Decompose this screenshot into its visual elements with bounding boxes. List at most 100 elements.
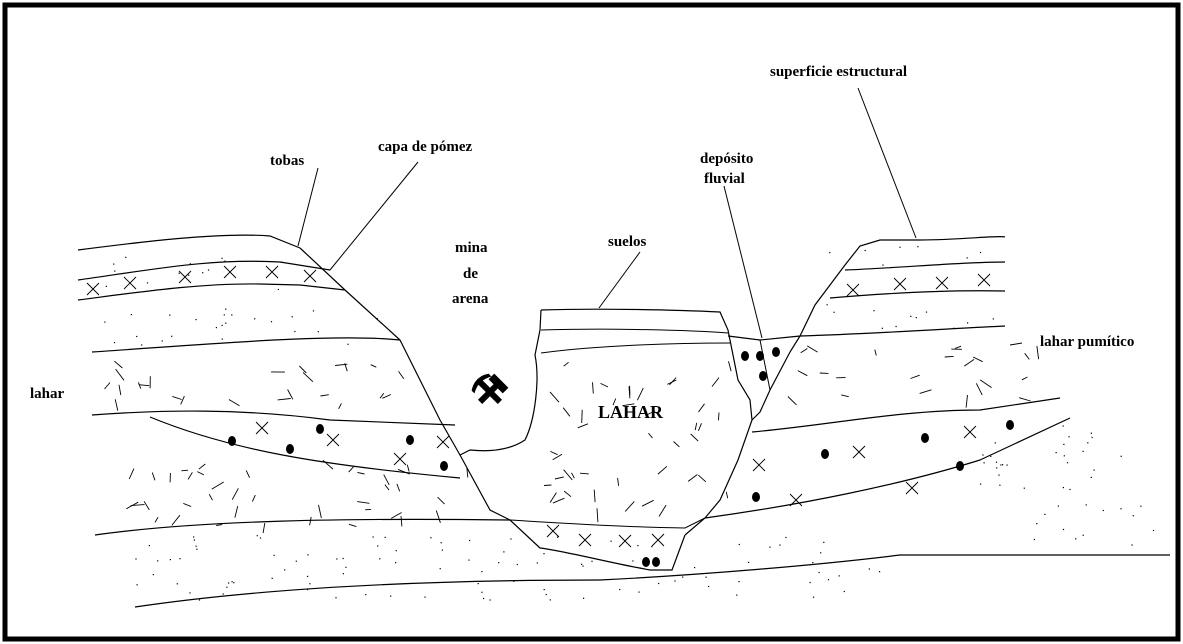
sand-dot [995, 442, 996, 443]
pebble [772, 347, 780, 357]
sand-dot [916, 317, 917, 318]
sand-dot [738, 581, 739, 582]
sand-dot [292, 316, 293, 317]
sand-dot [1036, 523, 1037, 524]
sand-dot [294, 331, 295, 332]
sand-dot [1069, 489, 1070, 490]
sand-dot [193, 536, 194, 537]
sand-dot [113, 264, 114, 265]
sand-dot [208, 269, 209, 270]
sand-dot [543, 553, 544, 554]
sand-dot [169, 315, 170, 316]
sand-dot [910, 316, 911, 317]
sand-dot [503, 551, 504, 552]
sand-dot [189, 592, 190, 593]
sand-dot [196, 546, 197, 547]
sand-dot [984, 462, 985, 463]
sand-dot [309, 583, 310, 584]
sand-dot [619, 589, 620, 590]
sand-dot [483, 598, 484, 599]
sand-dot [582, 566, 583, 567]
pebble [642, 557, 650, 567]
sand-dot [996, 467, 997, 468]
sand-dot [188, 275, 189, 276]
sand-dot [396, 550, 397, 551]
pebble [821, 449, 829, 459]
sand-dot [1091, 433, 1092, 434]
label-tobas: tobas [270, 153, 304, 169]
sand-dot [785, 537, 786, 538]
sand-dot [222, 258, 223, 259]
sand-dot [611, 541, 612, 542]
sand-dot [820, 552, 821, 553]
sand-dot [1056, 452, 1057, 453]
sand-dot [233, 582, 234, 583]
sand-dot [336, 558, 337, 559]
sand-dot [271, 321, 272, 322]
sand-dot [424, 597, 425, 598]
sand-dot [1083, 451, 1084, 452]
sand-dot [441, 542, 442, 543]
lahar-dash [945, 356, 954, 357]
lahar-dash [582, 410, 583, 423]
pebble [406, 435, 414, 445]
pebble [921, 433, 929, 443]
sand-dot [823, 542, 824, 543]
sand-dot [390, 596, 391, 597]
sand-dot [810, 582, 811, 583]
sand-dot [517, 564, 518, 565]
sand-dot [442, 550, 443, 551]
sand-dot [581, 564, 582, 565]
sand-dot [222, 325, 223, 326]
sand-dot [1091, 477, 1092, 478]
label-suelos: suelos [608, 234, 647, 250]
sand-dot [179, 558, 180, 559]
sand-dot [440, 568, 441, 569]
sand-dot [834, 312, 835, 313]
sand-dot [748, 562, 749, 563]
sand-dot [993, 318, 994, 319]
sand-dot [125, 257, 126, 258]
sand-dot [284, 569, 285, 570]
sand-dot [199, 599, 200, 600]
sand-dot [131, 314, 132, 315]
sand-dot [385, 537, 386, 538]
sand-dot [1087, 442, 1088, 443]
sand-dot [873, 310, 874, 311]
sand-dot [819, 572, 820, 573]
label-superficie-estructural: superficie estructural [770, 64, 907, 80]
sand-dot [232, 581, 233, 582]
sand-dot [202, 272, 203, 273]
pebble [652, 557, 660, 567]
sand-dot [638, 592, 639, 593]
sand-dot [260, 537, 261, 538]
sand-dot [274, 555, 275, 556]
sand-dot [1103, 510, 1104, 511]
sand-dot [231, 314, 232, 315]
label-deposito: depósito [700, 151, 753, 167]
sand-dot [335, 597, 336, 598]
sand-dot [313, 310, 314, 311]
sand-dot [658, 583, 659, 584]
lahar-dash [544, 485, 551, 486]
sand-dot [537, 562, 538, 563]
sand-dot [998, 475, 999, 476]
sand-dot [272, 578, 273, 579]
sand-dot [917, 246, 918, 247]
sand-dot [162, 340, 163, 341]
sand-dot [468, 560, 469, 561]
sand-dot [1153, 530, 1154, 531]
sand-dot [694, 567, 695, 568]
sand-dot [1092, 437, 1093, 438]
sand-dot [216, 327, 217, 328]
sand-dot [996, 462, 997, 463]
sand-dot [135, 558, 136, 559]
sand-dot [223, 593, 224, 594]
sand-dot [296, 561, 297, 562]
sand-dot [153, 574, 154, 575]
sand-dot [318, 331, 319, 332]
sand-dot [1007, 465, 1008, 466]
sand-dot [106, 286, 107, 287]
sand-dot [1083, 535, 1084, 536]
